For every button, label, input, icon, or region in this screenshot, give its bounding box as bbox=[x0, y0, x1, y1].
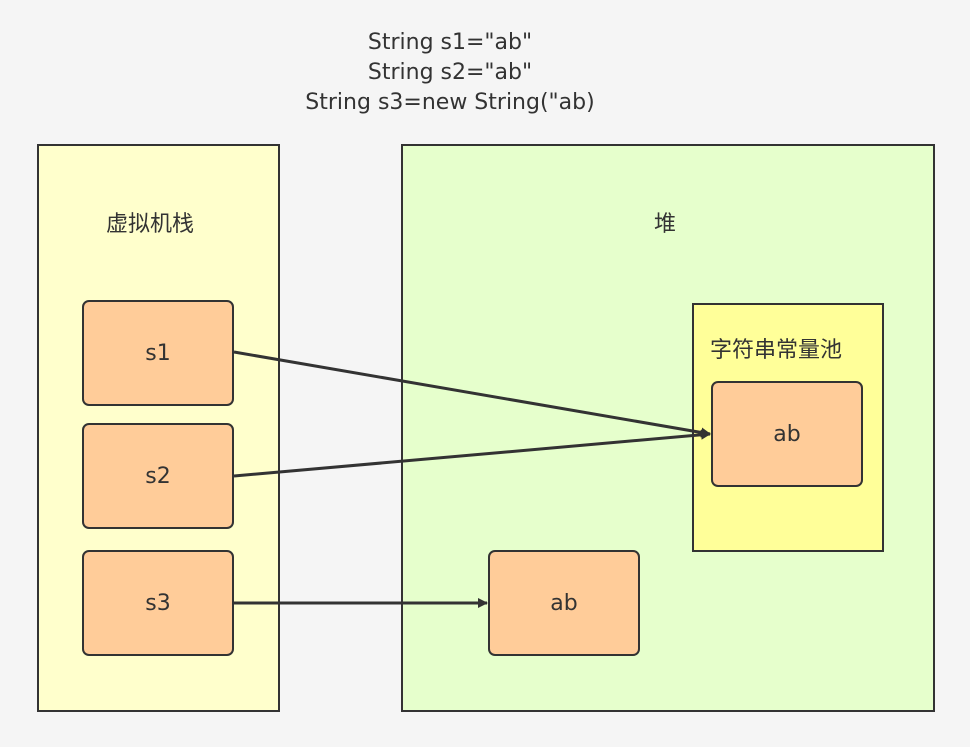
jvm-stack-label: 虚拟机栈 bbox=[106, 212, 195, 237]
diagram-title: String s1="ab" String s2="ab" String s3=… bbox=[0, 28, 900, 118]
title-line-2: String s2="ab" bbox=[367, 60, 533, 85]
heap-object-ab: ab bbox=[488, 550, 640, 656]
stack-var-s3: s3 bbox=[82, 550, 234, 656]
stack-var-s1: s1 bbox=[82, 300, 234, 406]
heap-label: 堆 bbox=[654, 212, 677, 237]
arrow-s2-to-pool-entry bbox=[233, 429, 711, 478]
title-line-3: String s3=new String("ab) bbox=[305, 90, 595, 115]
pool-entry-ab: ab bbox=[711, 381, 863, 487]
arrow-s1-to-pool-entry bbox=[233, 350, 711, 438]
title-line-1: String s1="ab" bbox=[367, 30, 533, 55]
string-constant-pool-label: 字符串常量池 bbox=[710, 338, 843, 363]
stack-var-s2: s2 bbox=[82, 423, 234, 529]
